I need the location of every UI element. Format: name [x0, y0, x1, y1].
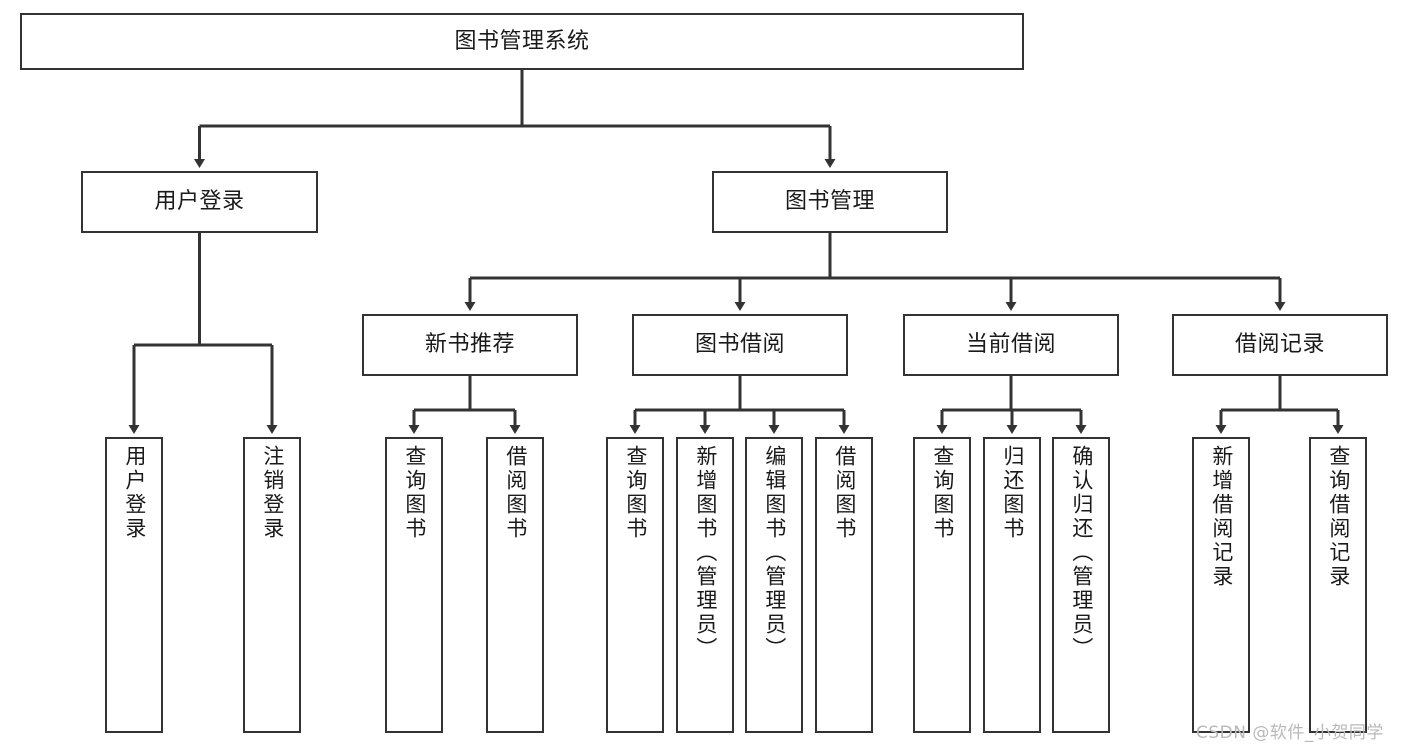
node-leaf-return-book-label: 归还图书 [1000, 445, 1025, 541]
node-leaf-user-login-label: 用户登录 [122, 445, 147, 541]
node-borrow-record[interactable]: 借阅记录 [1172, 314, 1388, 376]
node-leaf-user-login[interactable]: 用户登录 [105, 437, 163, 733]
node-user-login[interactable]: 用户登录 [81, 171, 318, 233]
node-leaf-query-book-2-label: 查询图书 [623, 445, 648, 541]
node-leaf-edit-book[interactable]: 编辑图书（管理员） [745, 437, 803, 733]
node-leaf-query-book-1-label: 查询图书 [402, 445, 427, 541]
node-leaf-query-book-2[interactable]: 查询图书 [606, 437, 664, 733]
node-leaf-borrow-book-2-label: 借阅图书 [832, 445, 857, 541]
node-current-borrow-label: 当前借阅 [965, 332, 1056, 358]
node-leaf-query-book-3-label: 查询图书 [930, 445, 955, 541]
node-leaf-query-record[interactable]: 查询借阅记录 [1309, 437, 1367, 733]
node-leaf-borrow-book-1[interactable]: 借阅图书 [486, 437, 544, 733]
node-leaf-query-book-1[interactable]: 查询图书 [385, 437, 443, 733]
node-leaf-add-record-label: 新增借阅记录 [1209, 445, 1234, 589]
csdn-watermark: CSDN @软件_小贺同学 [1196, 723, 1384, 743]
node-new-book-recommend-label: 新书推荐 [424, 332, 515, 358]
node-leaf-add-book[interactable]: 新增图书（管理员） [676, 437, 734, 733]
node-leaf-return-book[interactable]: 归还图书 [983, 437, 1041, 733]
node-book-manage[interactable]: 图书管理 [712, 171, 948, 233]
node-root-label: 图书管理系统 [454, 28, 590, 54]
node-leaf-borrow-book-2[interactable]: 借阅图书 [815, 437, 873, 733]
node-root[interactable]: 图书管理系统 [20, 13, 1024, 70]
node-leaf-confirm-return[interactable]: 确认归还（管理员） [1052, 437, 1110, 733]
node-book-borrow-label: 图书借阅 [694, 332, 785, 358]
node-leaf-add-record[interactable]: 新增借阅记录 [1192, 437, 1250, 733]
node-book-manage-label: 图书管理 [784, 189, 875, 215]
node-user-login-label: 用户登录 [154, 189, 245, 215]
node-leaf-query-record-label: 查询借阅记录 [1326, 445, 1351, 589]
node-leaf-borrow-book-1-label: 借阅图书 [503, 445, 528, 541]
node-leaf-logout-label: 注销登录 [260, 445, 285, 541]
node-leaf-query-book-3[interactable]: 查询图书 [913, 437, 971, 733]
node-new-book-recommend[interactable]: 新书推荐 [362, 314, 578, 376]
node-borrow-record-label: 借阅记录 [1234, 332, 1325, 358]
node-leaf-confirm-return-label: 确认归还（管理员） [1069, 445, 1094, 661]
node-leaf-edit-book-label: 编辑图书（管理员） [762, 445, 787, 661]
node-leaf-add-book-label: 新增图书（管理员） [693, 445, 718, 661]
node-leaf-logout[interactable]: 注销登录 [243, 437, 301, 733]
node-current-borrow[interactable]: 当前借阅 [903, 314, 1119, 376]
node-book-borrow[interactable]: 图书借阅 [632, 314, 848, 376]
